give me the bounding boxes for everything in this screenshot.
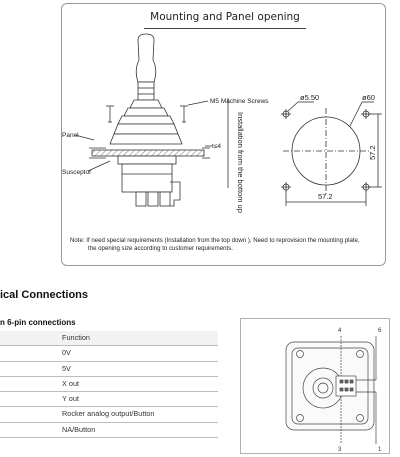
pin-label-top-left: 4 [338, 328, 342, 334]
mounting-title: Mounting and Panel opening [144, 9, 306, 29]
table-row: X out [0, 377, 218, 393]
screw-left [106, 105, 114, 123]
label-hole-diameter: ø5.50 [300, 93, 319, 102]
note-line-1: Note: If need special requirements (Inst… [70, 237, 360, 244]
note-line-2: the opening size according to customer r… [88, 245, 233, 252]
pin-table: Function 0V 5V X out Y out Rocker analog… [0, 331, 218, 439]
table-cell-function: X out [62, 378, 80, 388]
section-title: ical Connections [0, 289, 89, 301]
table-cell-function: 0V [62, 348, 71, 358]
connector-box [240, 318, 390, 454]
table-cell-function: Rocker analog output/Button [62, 409, 155, 419]
table-cell-function: Y out [62, 394, 79, 404]
table-row: NA/Button [0, 423, 218, 439]
mounting-hole-tl [281, 109, 291, 119]
table-row: 0V [0, 346, 218, 362]
label-install-direction: Installation from the bottom up [236, 112, 245, 213]
table-cell-function: 5V [62, 363, 71, 373]
screw-right [180, 105, 188, 123]
panel-plate [91, 149, 205, 157]
pin-header [335, 375, 357, 397]
label-screws: M5 Machine Screws [210, 98, 269, 105]
table-row: Rocker analog output/Button [0, 407, 218, 423]
mounting-drawing: M5 Machine Screws Panel Susceptor t≤4 ø5… [62, 33, 382, 213]
joystick-knob [135, 33, 157, 83]
label-opening-diameter: ø60 [362, 93, 375, 102]
joystick-shaft [137, 81, 155, 101]
table-header-row: Function [0, 331, 218, 347]
table-cell-function: NA/Button [62, 424, 96, 434]
corner-screw-tl [296, 350, 304, 358]
label-susceptor: Susceptor [62, 169, 92, 176]
label-dim-horizontal: 57.2 [318, 192, 333, 201]
label-dim-vertical: 57.2 [368, 145, 377, 160]
connector-housing [285, 341, 375, 431]
corner-screw-br [356, 414, 364, 422]
table-title: n 6-pin connections [0, 318, 76, 327]
table-row: 5V [0, 362, 218, 377]
mounting-note: Note: If need special requirements (Inst… [70, 237, 380, 253]
corner-screw-bl [296, 414, 304, 422]
table-header-function: Function [62, 333, 90, 342]
connector-drawing: 4 6 3 1 [285, 328, 382, 453]
table-row: Y out [0, 392, 218, 408]
susceptor-body [117, 155, 177, 165]
corner-screw-tr [356, 350, 364, 358]
label-panel: Panel [62, 132, 79, 139]
pin-label-top-right: 6 [378, 328, 382, 334]
pin-label-bottom-left: 3 [338, 447, 342, 453]
label-thickness: t≤4 [212, 143, 221, 150]
mounting-panel [61, 3, 386, 266]
pin-label-bottom-right: 1 [378, 447, 382, 453]
joystick-boot [129, 99, 163, 109]
